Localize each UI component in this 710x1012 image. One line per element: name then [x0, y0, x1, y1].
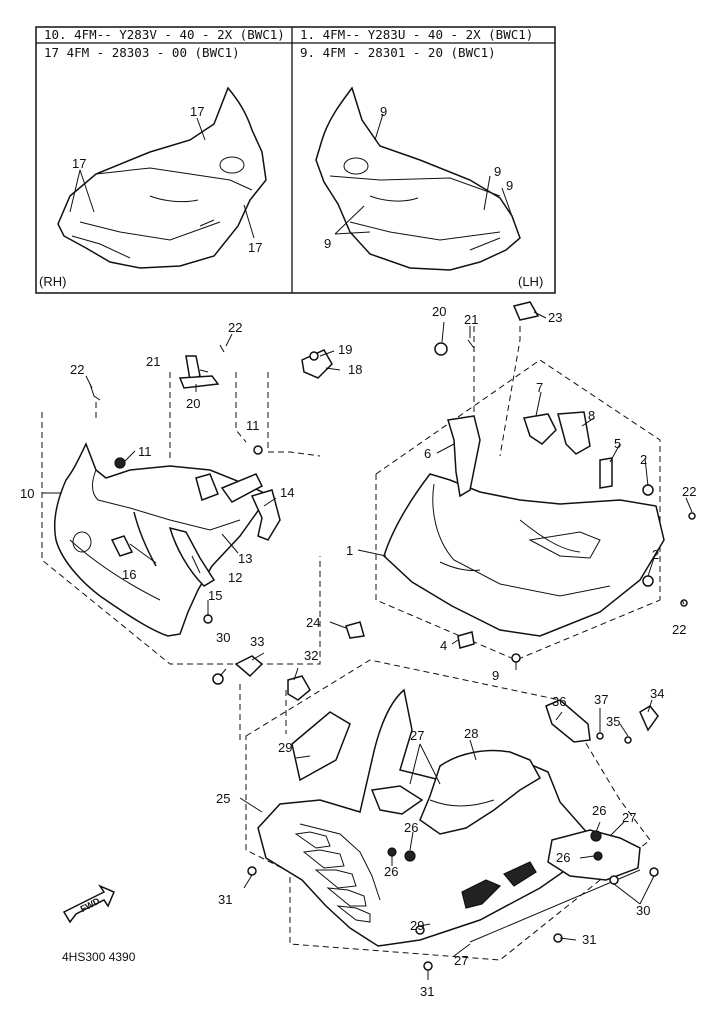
callout-30-b: 30: [636, 903, 650, 918]
callout-1: 1: [346, 543, 353, 558]
callout-22-d: 22: [672, 622, 686, 637]
callout-17-c: 17: [248, 240, 262, 255]
callout-35: 35: [606, 714, 620, 729]
lh-label: (LH): [518, 274, 543, 289]
callout-26-a: 26: [404, 820, 418, 835]
rh-cowling-illustration: [57, 86, 267, 269]
lower-leaders: [219, 652, 655, 980]
callout-20-b: 20: [432, 304, 446, 319]
callout-numbers: 17 17 17 9 9 9 9 22 22 21 20 19 18 11 11…: [20, 104, 696, 999]
callout-18: 18: [348, 362, 362, 377]
header-right-row2: 9. 4FM - 28301 - 20 (BWC1): [300, 45, 496, 60]
callout-9-c: 9: [506, 178, 513, 193]
callout-19: 19: [338, 342, 352, 357]
callout-22-c: 22: [682, 484, 696, 499]
callout-17-b: 17: [72, 156, 86, 171]
lh-leaders: [329, 311, 693, 670]
callout-9-a: 9: [380, 104, 387, 119]
callout-36: 36: [552, 694, 566, 709]
header-right-row1: 1. 4FM-- Y283U - 40 - 2X (BWC1): [300, 27, 533, 42]
callout-26-d: 26: [592, 803, 606, 818]
callout-12: 12: [228, 570, 242, 585]
rh-fairing-assembly: [41, 344, 333, 665]
callout-17-a: 17: [190, 104, 204, 119]
callout-31-a: 31: [218, 892, 232, 907]
callout-21-a: 21: [146, 354, 160, 369]
callout-31-b: 31: [420, 984, 434, 999]
callout-24: 24: [306, 615, 320, 630]
callout-20-a: 20: [186, 396, 200, 411]
lh-cowling-illustration: [315, 86, 521, 271]
callout-29-a: 29: [278, 740, 292, 755]
inset-frame: [35, 26, 556, 294]
callout-9-b: 9: [494, 164, 501, 179]
callout-29-b: 29: [410, 918, 424, 933]
callout-6: 7: [536, 380, 543, 395]
inset-leaders: [69, 113, 515, 239]
header-left-row2: 17 4FM - 28303 - 00 (BWC1): [44, 45, 240, 60]
callout-26-c: 26: [556, 850, 570, 865]
callout-30-a: 30: [216, 630, 230, 645]
callout-37: 37: [594, 692, 608, 707]
callout-27-a: 27: [410, 728, 424, 743]
callout-27-c: 27: [454, 953, 468, 968]
lower-cowl-assembly: [212, 655, 659, 971]
rh-leaders: [42, 333, 341, 616]
callout-26-b: 26: [384, 864, 398, 879]
callout-15: 15: [208, 588, 222, 603]
callout-14: 14: [280, 485, 294, 500]
callout-22-b: 22: [70, 362, 84, 377]
callout-8: 9: [492, 668, 499, 683]
callout-34: 34: [650, 686, 664, 701]
callout-28: 28: [464, 726, 478, 741]
callout-7: 8: [588, 408, 595, 423]
callout-27-b: 27: [622, 810, 636, 825]
callout-25: 25: [216, 791, 230, 806]
callout-11-b: 11: [138, 444, 152, 459]
callout-33: 33: [250, 634, 264, 649]
callout-23: 23: [548, 310, 562, 325]
callout-5: 6: [424, 446, 431, 461]
callout-10: 10: [20, 486, 34, 501]
callout-9-d: 9: [324, 236, 331, 251]
lh-fairing-assembly: [345, 301, 696, 663]
callout-16: 16: [122, 567, 136, 582]
callout-21-b: 21: [464, 312, 478, 327]
callout-22-a: 22: [228, 320, 242, 335]
callout-30-c: 31: [582, 932, 596, 947]
fwd-arrow-icon: FWD: [62, 884, 115, 924]
rh-label: (RH): [39, 274, 66, 289]
callout-3: 4: [440, 638, 447, 653]
callout-2-a: 2: [640, 452, 647, 467]
callout-13: 13: [238, 551, 252, 566]
diagram-code: 4HS300 4390: [62, 950, 136, 964]
callout-32: 32: [304, 648, 318, 663]
header-left-row1: 10. 4FM-- Y283V - 40 - 2X (BWC1): [44, 27, 285, 42]
callout-4: 5: [614, 436, 621, 451]
callout-2-b: 2: [652, 547, 659, 562]
callout-11-a: 11: [246, 418, 260, 433]
